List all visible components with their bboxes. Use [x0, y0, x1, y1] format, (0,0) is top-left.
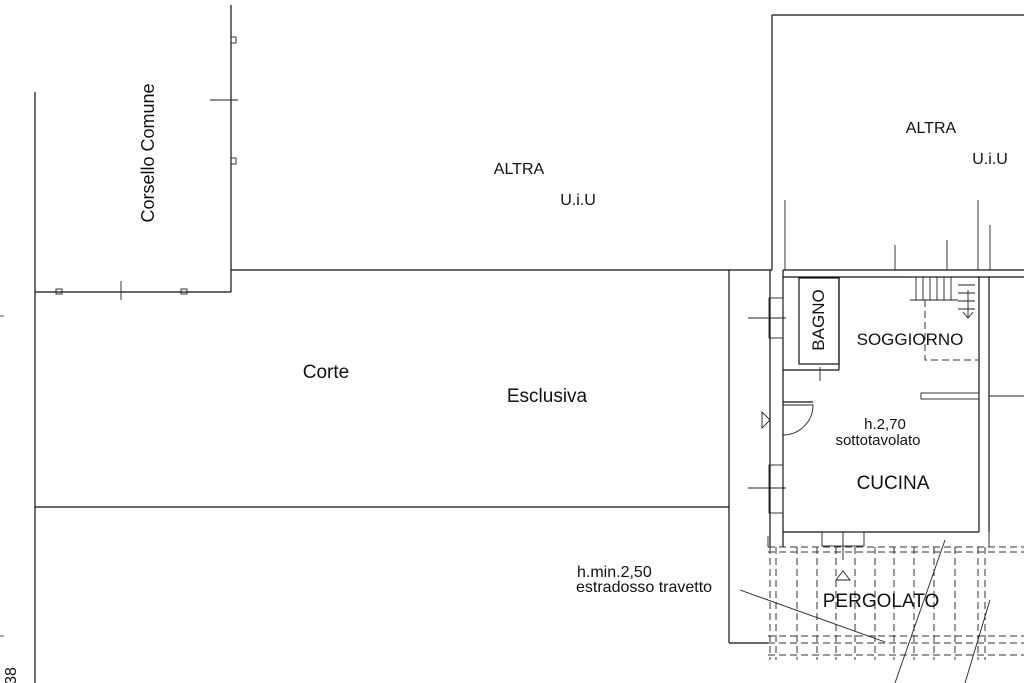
- soggiorno-label: SOGGIORNO: [857, 330, 964, 349]
- corsello-outline: [34, 5, 238, 683]
- esclusiva-label: Esclusiva: [507, 386, 588, 407]
- corte-label: Corte: [303, 362, 349, 383]
- corsello-label: Corsello Comune: [138, 83, 158, 222]
- estradosso-label: estradosso travetto: [576, 579, 712, 596]
- stairs: [910, 276, 978, 361]
- edge-number: 38: [3, 667, 20, 683]
- pergolato-structure: [739, 532, 1024, 683]
- height-label: h.2,70: [864, 416, 906, 433]
- uiu-right-label: U.i.U: [972, 151, 1008, 168]
- sottotavolato-label: sottotavolato: [835, 432, 920, 449]
- corte-outline: [35, 269, 772, 644]
- uiu-left-label: U.i.U: [560, 192, 596, 209]
- pergolato-label: PERGOLATO: [823, 591, 940, 612]
- building-walls: [748, 14, 1024, 560]
- altra-left-label: ALTRA: [494, 161, 545, 178]
- bagno-label: BAGNO: [809, 289, 828, 350]
- cucina-label: CUCINA: [857, 473, 930, 494]
- altra-right-label: ALTRA: [906, 120, 957, 137]
- hmin-label: h.min.2,50: [577, 564, 652, 581]
